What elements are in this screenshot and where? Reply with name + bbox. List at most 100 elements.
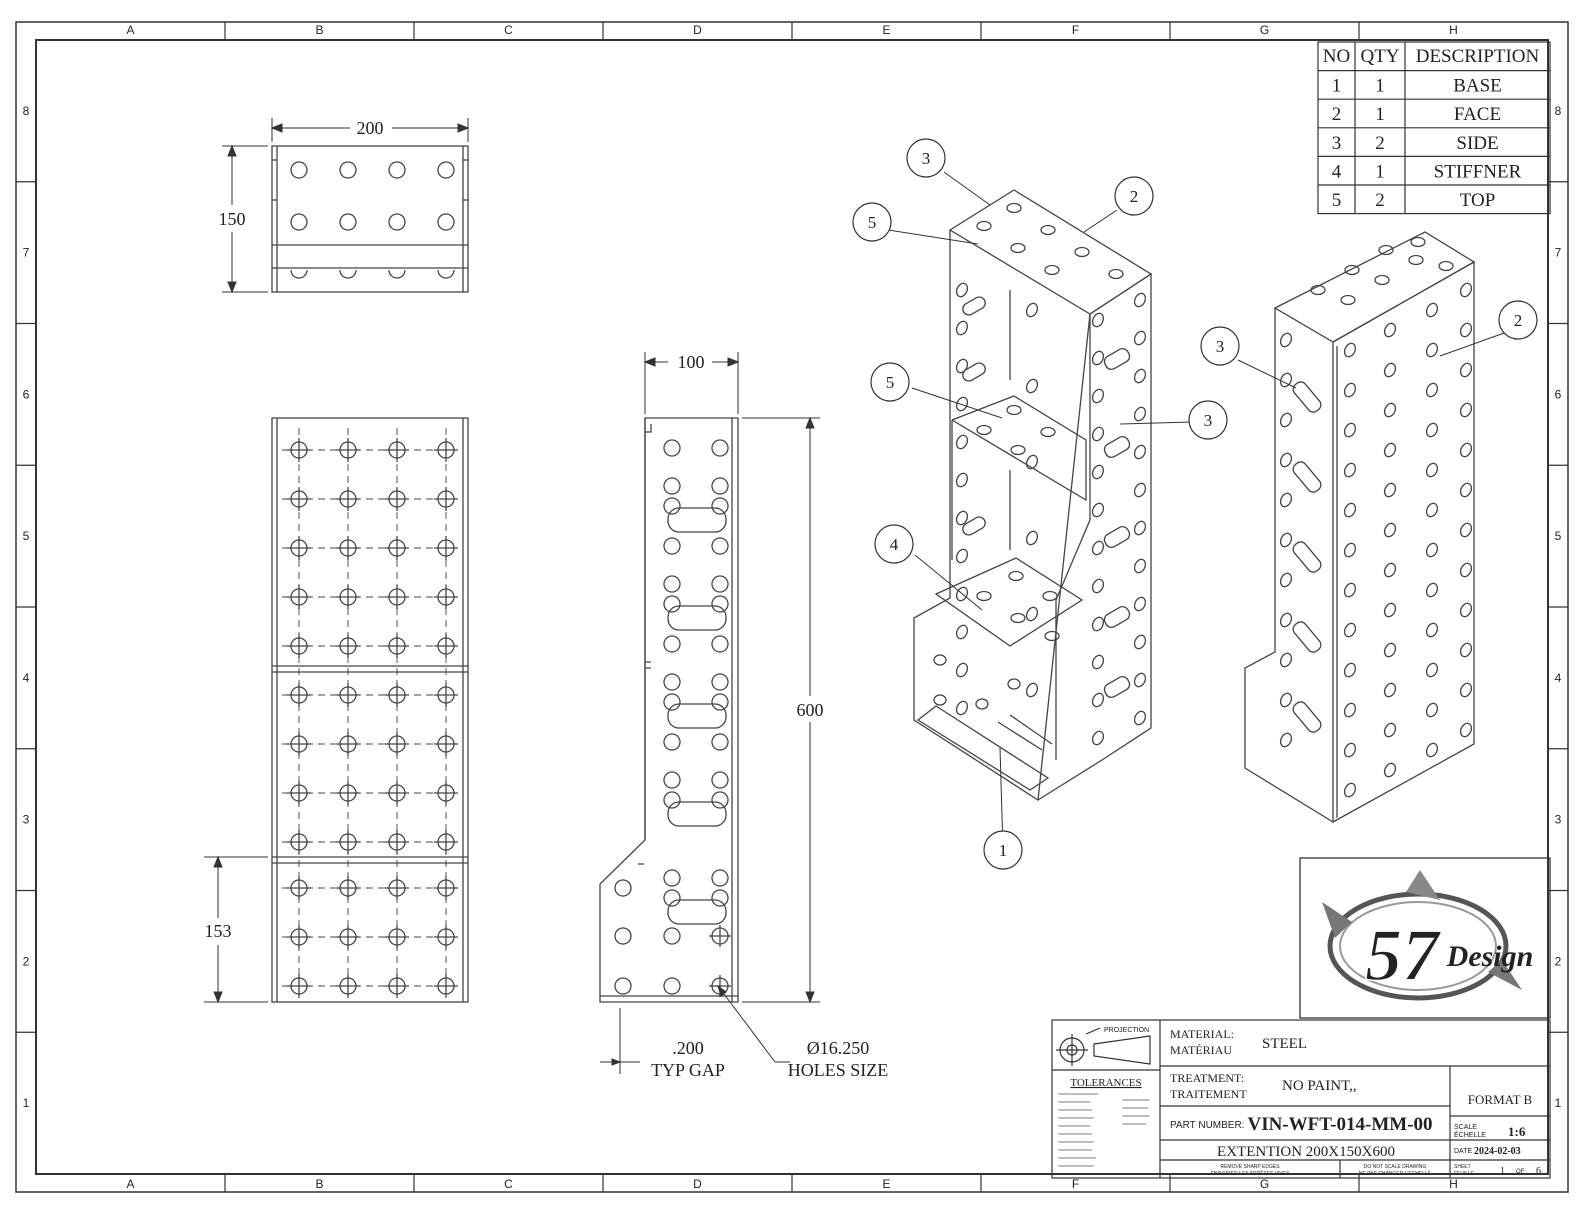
material-label-fr: MATÉRIAU [1170,1043,1232,1057]
balloon-circle [852,202,892,242]
tolerances-title: TOLERANCES [1070,1077,1141,1089]
bom-cell: TOP [1460,190,1496,211]
deburr-note: REMOVE SHARP EDGES [1220,1164,1280,1170]
front-partial-dimension [204,855,268,1004]
sheet-label: SHEET [1454,1164,1471,1170]
treatment-label-fr: TRAITEMENT [1170,1087,1247,1101]
zone-column-label: A [126,1177,134,1191]
balloon-number: 3 [922,149,931,168]
zone-column-label: G [1260,1177,1269,1191]
part-description: EXTENTION 200X150X600 [1217,1144,1395,1160]
noscale-note: DO NOT SCALE DRAWING [1364,1164,1427,1170]
bom-cell: 2 [1375,133,1385,154]
bom-cell: 1 [1375,76,1385,97]
bom-cell: BASE [1453,76,1502,97]
zone-column-label: A [126,23,134,37]
bom-header: DESCRIPTION [1416,46,1540,67]
isometric-view-exterior [1244,231,1476,824]
balloon-number: 3 [1216,337,1225,356]
dim-200-top: 200 [357,118,384,138]
balloon-number: 4 [890,535,899,554]
hole-size-label: HOLES SIZE [788,1060,889,1080]
date-label: DATE [1454,1148,1472,1155]
scale-value: 1:6 [1508,1124,1526,1139]
bom-header: QTY [1360,46,1399,67]
balloon-circle [870,362,910,402]
side-height-dimension [742,416,820,1004]
zone-column-label: E [882,1177,890,1191]
zone-column-label: C [504,1177,513,1191]
logo-57-design: 57 Design [1299,857,1551,1019]
gap-leader [600,1008,640,1074]
zone-row-label: 8 [23,104,30,118]
dim-100: 100 [678,352,705,372]
treatment-label: TREATMENT: [1170,1071,1244,1085]
logo-script: Design [1446,940,1534,973]
bom-cell: 2 [1375,190,1385,211]
zone-row-label: 3 [1555,813,1562,827]
balloon-circle [1114,176,1154,216]
dim-150: 150 [219,209,246,229]
balloon-number: 2 [1130,187,1139,206]
sheet-total: 6 [1536,1166,1541,1177]
tolerance-notes [1058,1093,1150,1167]
balloon-number: 5 [868,213,877,232]
gap-label: TYP GAP [651,1060,725,1080]
balloon-circle [906,138,946,178]
zone-column-label: D [693,23,702,37]
hole-size-value: Ø16.250 [807,1038,870,1058]
zone-column-label: E [882,23,890,37]
treatment-value: NO PAINT,, [1282,1078,1357,1094]
part-number-label: PART NUMBER: [1170,1120,1244,1131]
front-view [271,417,469,1003]
bom-cell: 3 [1332,133,1342,154]
projection-label: PROJECTION [1104,1027,1149,1034]
balloon-number: 5 [886,373,895,392]
zone-row-label: 7 [1555,246,1562,260]
sheet-label-fr: FEUILLE [1454,1171,1475,1177]
zone-column-label: F [1072,1177,1079,1191]
zone-row-label: 5 [1555,529,1562,543]
zone-column-label: H [1449,23,1458,37]
bom-cell: 1 [1332,76,1342,97]
balloon-number: 1 [999,841,1008,860]
bom-cell: 4 [1332,161,1342,182]
zone-row-label: 4 [23,671,30,685]
zone-row-label: 4 [1555,671,1562,685]
balloon-leaders [887,171,1519,851]
zone-row-label: 2 [1555,954,1562,968]
zone-row-label: 6 [1555,387,1562,401]
top-width-dimension [270,118,470,142]
bom-cell: FACE [1454,104,1501,125]
balloon-circle [874,524,914,564]
bom-cell: STIFFNER [1434,161,1522,182]
zone-column-label: G [1260,23,1269,37]
material-value: STEEL [1262,1036,1307,1052]
zone-column-label: C [504,23,513,37]
bom-cell: 5 [1332,190,1342,211]
balloon-circle [983,830,1023,870]
side-width-dimension [643,352,740,414]
zone-row-label: 6 [23,387,30,401]
part-number: VIN-WFT-014-MM-00 [1247,1114,1432,1135]
gap-value: .200 [672,1038,704,1058]
balloon-circle [1188,400,1228,440]
scale-label: SCALE [1454,1124,1477,1131]
zone-ticks [16,22,1568,1192]
zone-row-label: 7 [23,246,30,260]
bom-cell: 1 [1375,104,1385,125]
zone-row-label: 2 [23,954,30,968]
bom-header: NO [1323,46,1350,67]
zone-row-label: 1 [1555,1096,1562,1110]
scale-label-fr: ÉCHELLE [1454,1130,1486,1139]
title-block [1051,1019,1551,1179]
zone-column-label: B [315,23,323,37]
isometric-view-interior [913,189,1153,802]
hole-leader [717,984,790,1063]
top-view [271,145,469,293]
